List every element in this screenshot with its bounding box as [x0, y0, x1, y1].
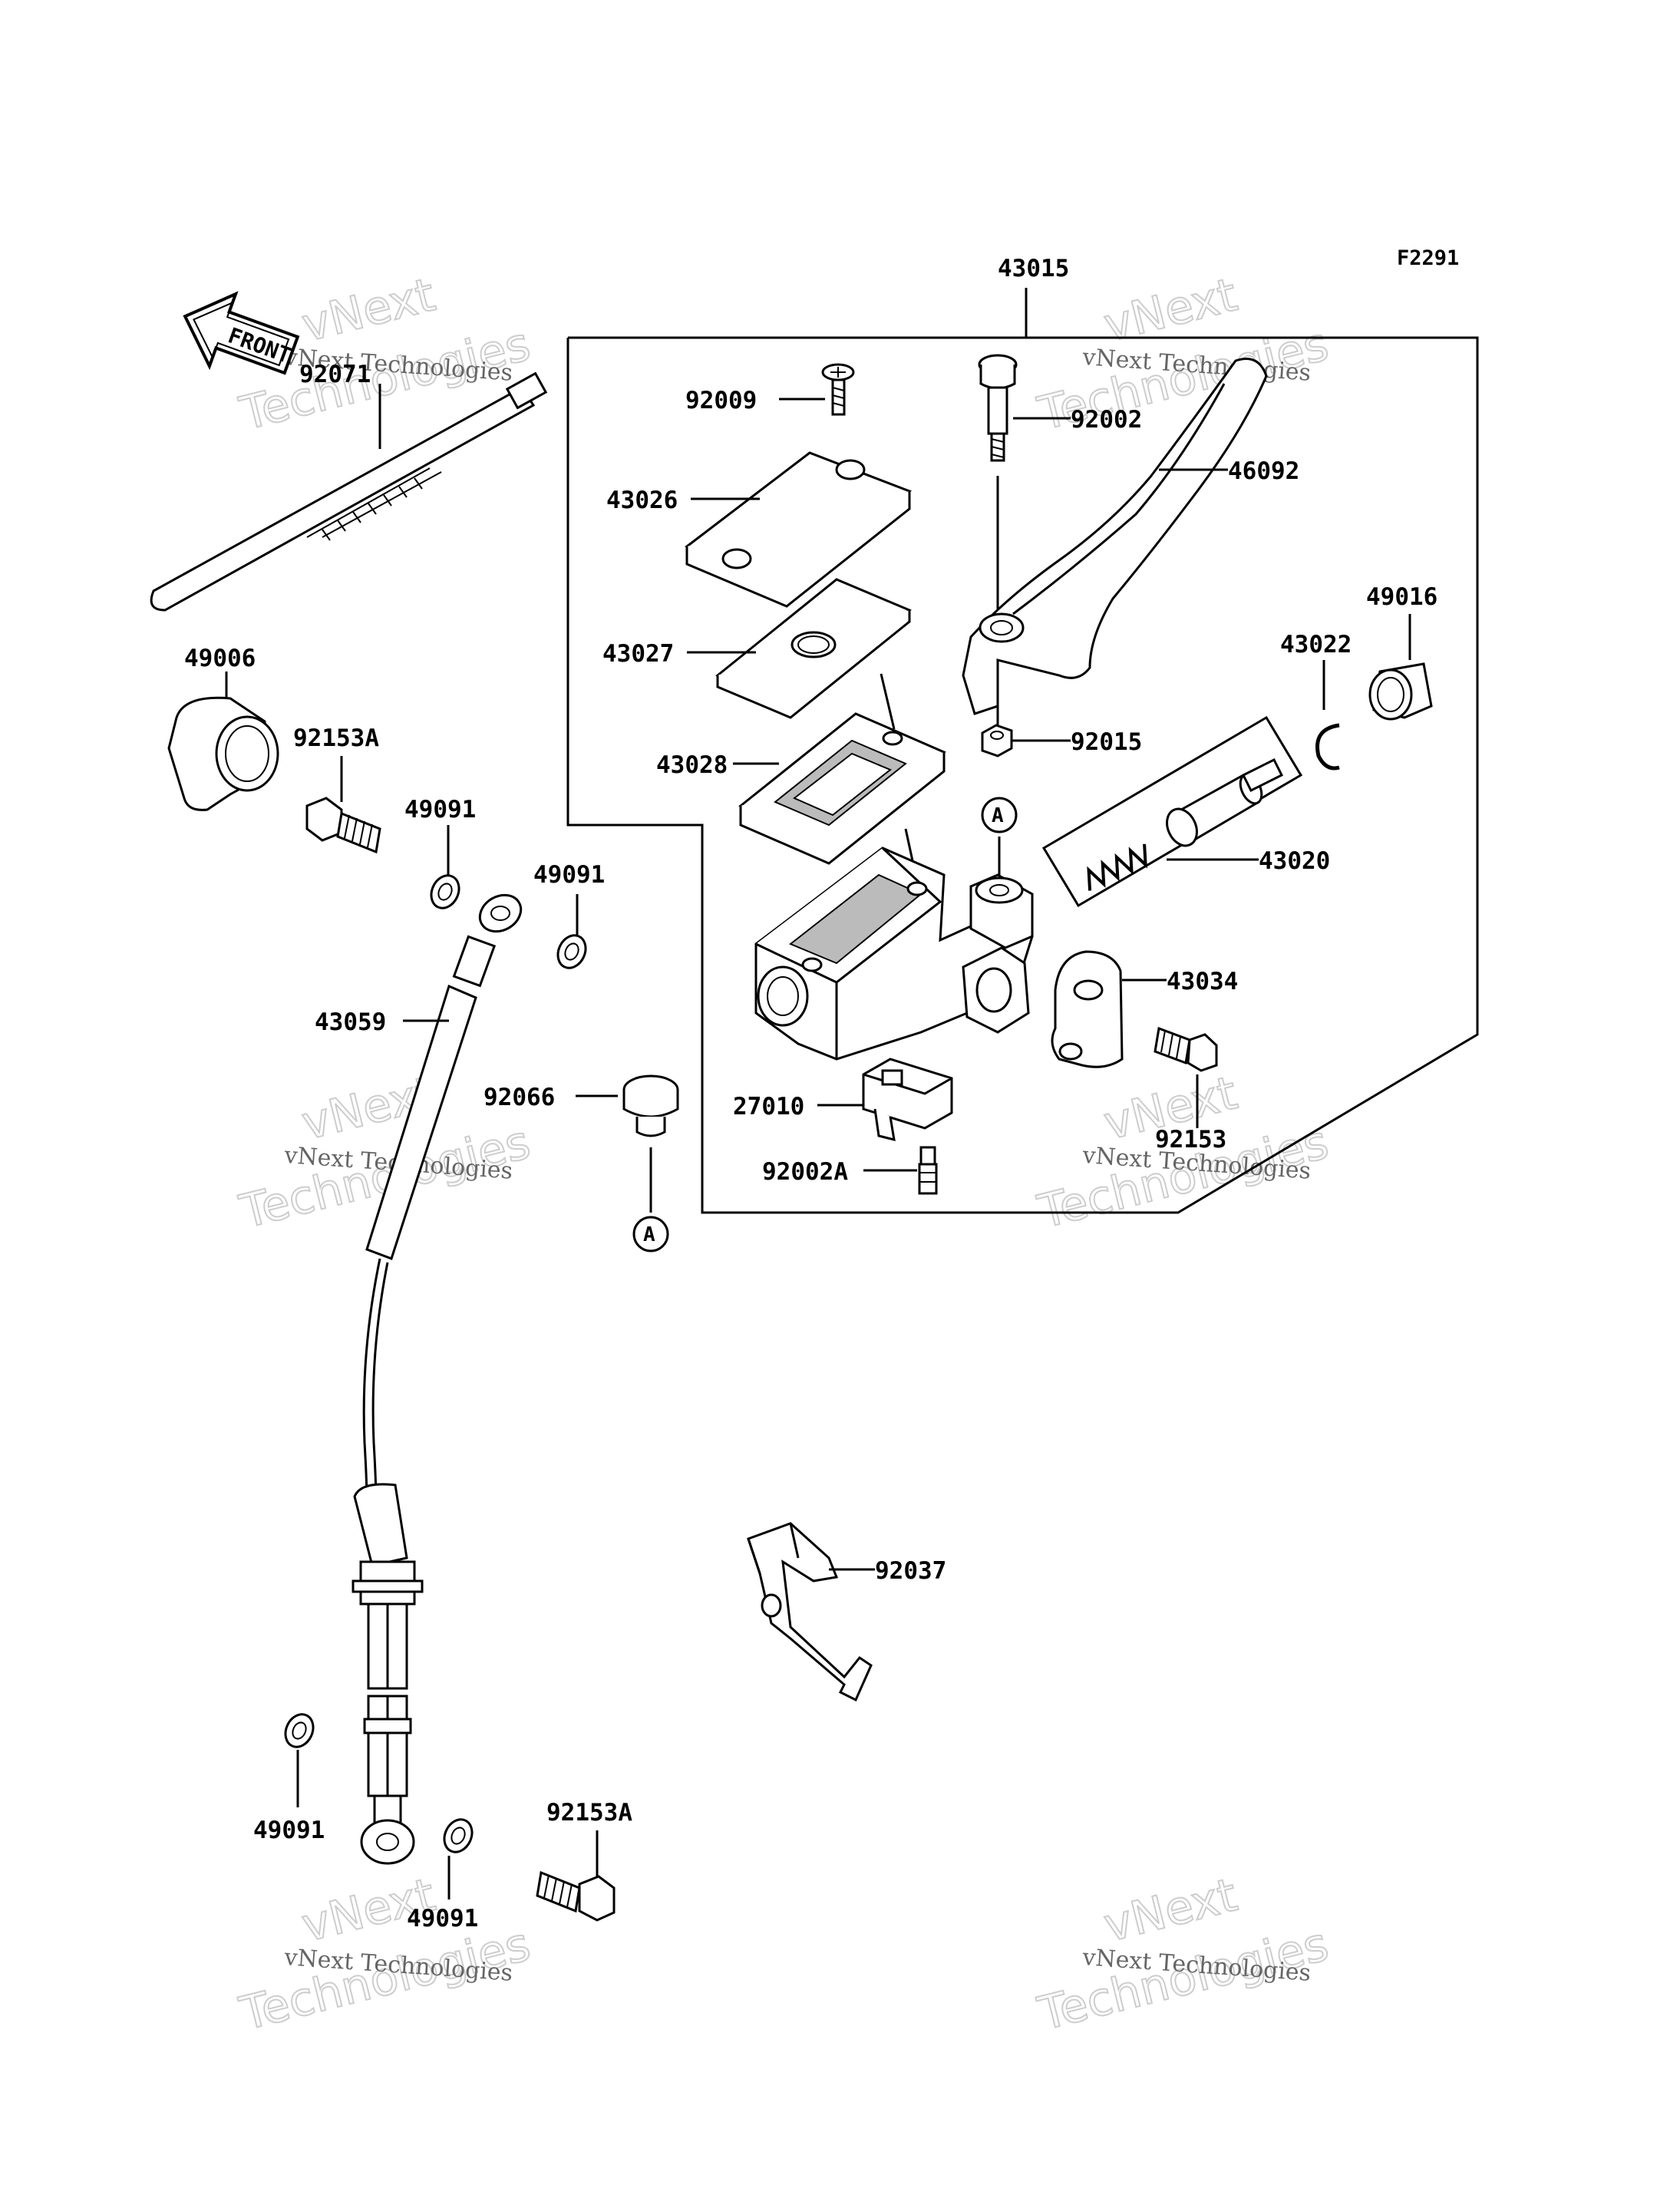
figure-code: F2291: [1397, 246, 1459, 270]
bolt-92153A-top: [305, 797, 381, 854]
brake-lever-46092: [962, 358, 1268, 715]
label-43015: 43015: [998, 255, 1069, 282]
label-49006: 49006: [184, 645, 256, 672]
label-43026: 43026: [606, 487, 678, 514]
front-arrow-icon: FRONT: [183, 291, 300, 375]
washer-49091-c: [284, 1713, 315, 1748]
clamp-43034: [1051, 950, 1124, 1068]
label-92071: 92071: [299, 361, 371, 388]
label-43059: 43059: [315, 1008, 386, 1036]
svg-text:A: A: [643, 1223, 655, 1246]
screw-92002A: [918, 1146, 938, 1195]
svg-text:vNext: vNext: [1099, 268, 1243, 352]
reservoir-cap-43026: [685, 451, 913, 608]
cap-92066: [622, 1074, 679, 1137]
label-92066: 92066: [484, 1084, 555, 1111]
circlip-43022: [1315, 723, 1340, 771]
cable-tie: [150, 371, 548, 612]
assembly-outline: [566, 336, 1479, 1214]
master-cylinder-body: [754, 847, 1034, 1061]
label-43027: 43027: [602, 640, 674, 668]
diaphragm-plate-43027: [715, 578, 912, 719]
washer-49091-d: [443, 1818, 474, 1853]
label-92153A-top: 92153A: [293, 724, 379, 752]
label-43022: 43022: [1280, 631, 1352, 658]
label-49091-d: 49091: [407, 1905, 478, 1932]
watermark-bottom-right: vNext Technologies vNext Technologies: [1032, 1867, 1335, 2042]
label-46092: 46092: [1228, 457, 1299, 485]
label-49016: 49016: [1366, 583, 1437, 611]
label-92015: 92015: [1071, 728, 1142, 756]
nut-92015: [981, 724, 1013, 757]
bracket-92037: [747, 1522, 873, 1702]
washer-49091-a: [430, 874, 460, 909]
svg-text:vNext: vNext: [1099, 1868, 1243, 1952]
switch-27010: [862, 1058, 953, 1142]
label-43020: 43020: [1259, 847, 1330, 875]
washer-49091-b: [556, 934, 587, 969]
label-92002: 92002: [1071, 406, 1142, 434]
piston-kit-43020: [1087, 757, 1284, 891]
diaphragm-43028: [738, 712, 946, 865]
label-92002A: 92002A: [762, 1158, 848, 1186]
label-43028: 43028: [656, 751, 728, 779]
holder-49006: [167, 696, 279, 811]
label-92153: 92153: [1155, 1126, 1226, 1153]
brake-hose: [352, 893, 523, 1865]
screw-92009: [821, 363, 855, 416]
label-92153A-bottom: 92153A: [546, 1799, 632, 1827]
pivot-bolt-92002: [978, 354, 1018, 462]
label-49091-c: 49091: [253, 1817, 325, 1844]
label-27010: 27010: [733, 1093, 804, 1120]
svg-text:vNext: vNext: [297, 268, 441, 352]
bolt-92153A-bottom: [536, 1870, 616, 1922]
piston-kit-outline: [1041, 715, 1303, 908]
label-43034: 43034: [1167, 968, 1238, 995]
ref-marker-a-left: A: [632, 1216, 669, 1252]
svg-text:A: A: [992, 804, 1004, 827]
label-92037: 92037: [875, 1557, 946, 1585]
label-49091-b: 49091: [533, 861, 605, 889]
watermark-bottom-left: vNext Technologies vNext Technologies: [234, 1867, 536, 2042]
ref-marker-a-right: A: [981, 797, 1018, 833]
boot-49016: [1368, 662, 1433, 721]
bolt-92153: [1154, 1026, 1218, 1072]
label-92009: 92009: [685, 387, 757, 414]
label-49091-a: 49091: [404, 796, 476, 823]
